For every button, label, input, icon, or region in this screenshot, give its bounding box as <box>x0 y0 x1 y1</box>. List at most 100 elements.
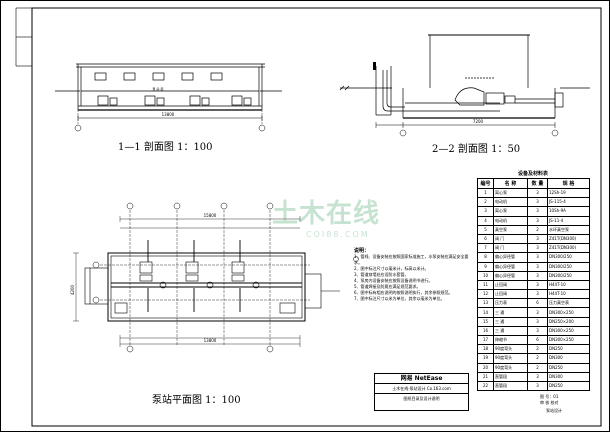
s1-floor-label: 泵 房 层 <box>153 86 164 91</box>
table-cell: 3 <box>527 307 548 318</box>
table-cell: 直管段 <box>493 380 528 392</box>
table-cell: 压力真空表 <box>547 298 590 309</box>
section-1-1-drawing <box>55 63 282 132</box>
table-cell: 19 <box>477 353 494 364</box>
table-cell: 14 <box>477 307 494 318</box>
table-cell: 2 <box>527 224 548 235</box>
table-cell: 伸缩节 <box>493 334 528 346</box>
table-cell: DN300 <box>547 371 590 382</box>
table-cell: 12Sh-19 <box>547 187 590 199</box>
table-cell: 20 <box>477 362 494 373</box>
column-header: 编号 <box>477 178 494 189</box>
table-cell: 10 <box>477 270 494 281</box>
table-header-row: 编号 名 称 数 量 规 格 <box>477 178 590 189</box>
table-cell: 2 <box>527 362 548 373</box>
table-cell: 偏心异径管 <box>493 261 528 272</box>
pump-station-plan <box>73 202 359 353</box>
table-cell: 阀 门 <box>493 233 528 245</box>
table-cell: 90度弯头 <box>493 353 528 364</box>
watermark-text: 土木在线 <box>272 199 381 229</box>
table-cell: 2 <box>477 197 494 208</box>
sig-project: 泵站设计 <box>546 408 562 413</box>
table-cell: 15 <box>477 316 494 327</box>
table-cell: 电动机 <box>493 197 528 208</box>
table-cell: 真空泵 <box>493 224 528 235</box>
note-item: 5、管道焊接及防腐应满足规范要求。 <box>354 284 421 289</box>
table-cell: 6 <box>527 334 548 346</box>
table-cell: DN250 <box>547 344 590 355</box>
table-cell: H44T-10 <box>547 289 590 300</box>
table-cell: 偏心异径管 <box>493 270 528 281</box>
section-2-2-drawing <box>339 34 590 137</box>
table-cell: 3 <box>527 252 548 263</box>
table-cell: 6 <box>527 298 548 309</box>
plan-title: 泵站平面图 1：100 <box>152 395 241 406</box>
table-cell: 9 <box>477 261 494 272</box>
notes-heading: 说明： <box>354 248 370 254</box>
table-cell: 3 <box>477 206 494 217</box>
table-cell: 90度弯头 <box>493 362 528 373</box>
table-cell: 止回阀 <box>493 289 528 300</box>
table-cell: Z41T(DN300) <box>547 243 590 254</box>
plan-left-dim: 4200 <box>70 284 75 295</box>
table-cell: 3 <box>527 243 548 254</box>
note-item: 3、管道穿墙处应设防水套管。 <box>354 272 409 277</box>
note-item: 1、管线、设备安装应按照国家标准施工，水泵安装应满足安全要求。 <box>354 254 469 265</box>
table-cell: 离心泵 <box>493 206 528 217</box>
column-header: 名 称 <box>493 178 528 189</box>
table-cell: 3 <box>527 233 548 245</box>
table-cell: 13 <box>477 298 494 309</box>
table-cell: 直管段 <box>493 371 528 382</box>
table-cell: 17 <box>477 334 494 346</box>
table-cell: DN300/250 <box>547 252 590 263</box>
table-cell: 3 <box>527 380 548 392</box>
table-cell: 偏心异径管 <box>493 252 528 263</box>
table-cell: 2 <box>527 344 548 355</box>
table-cell: 离心泵 <box>493 187 528 199</box>
inner-border <box>31 7 602 427</box>
equipment-table-caption: 设备及材料表 <box>517 171 548 177</box>
level-marker <box>373 62 376 70</box>
title-stamp: 网易 NetEase 土木在线·泵站设计 Co.163.com 图纸目录及设计说… <box>374 373 469 411</box>
section-2-title: 2—2 剖面图 1：50 <box>432 144 521 155</box>
note-item: 7、图中标注尺寸以米为单位，其余以毫米为单位。 <box>354 296 445 301</box>
table-cell: 三 通 <box>493 307 528 318</box>
table-cell: 11 <box>477 279 494 291</box>
note-item: 4、泵房内设备安装应按照设备说明书进行。 <box>354 278 433 283</box>
table-cell: JS-11-4 <box>547 215 590 226</box>
table-cell: 3 <box>527 197 548 208</box>
table-cell: 8 <box>477 252 494 263</box>
column-header: 数 量 <box>527 178 548 189</box>
note-item: 2、图中标注尺寸以毫米计，标高以米计。 <box>354 266 429 271</box>
table-cell: 90度弯头 <box>493 344 528 355</box>
table-cell: DN250 <box>547 380 590 392</box>
table-cell: 三 通 <box>493 325 528 337</box>
table-cell: 3 <box>527 206 548 217</box>
stamp-brand: 网易 NetEase <box>375 374 468 384</box>
table-cell: 3 <box>527 325 548 337</box>
table-cell: 3 <box>527 371 548 382</box>
note-item: 6、图中标有相应说明的按照说明执行，其余参照规范。 <box>354 290 453 295</box>
design-notes: 说明： 1、管线、设备安装应按照国家标准施工，水泵安装应满足安全要求。 2、图中… <box>354 248 474 302</box>
s1-total-dim: 13800 <box>162 112 175 117</box>
table-cell: 止回阀 <box>493 279 528 291</box>
column-header: 规 格 <box>547 178 590 189</box>
table-cell: 1 <box>477 187 494 199</box>
table-cell: 3 <box>527 215 548 226</box>
table-cell: DN300/250 <box>547 270 590 281</box>
